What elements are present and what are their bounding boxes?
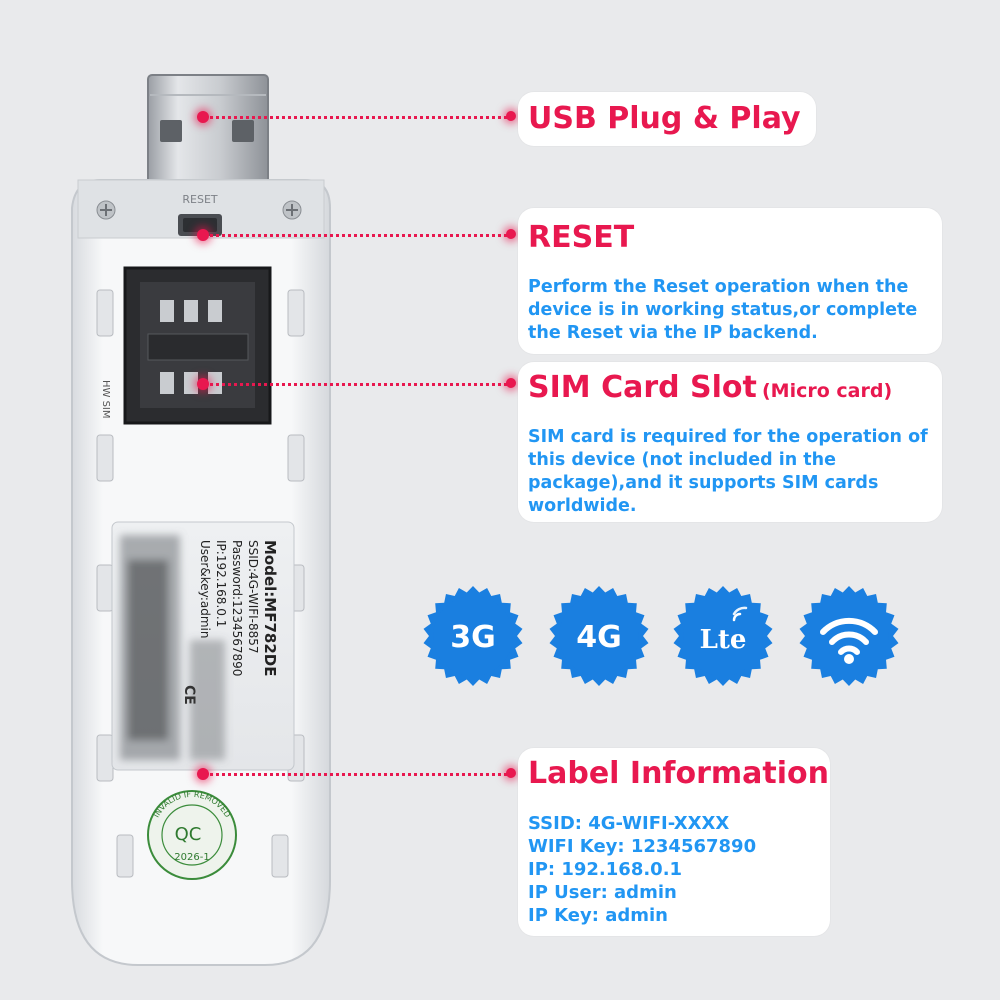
hw-sim-engraving: HW SIM xyxy=(100,380,111,419)
callout-sim-title: SIM Card Slot xyxy=(528,370,757,405)
label-info-list: SSID: 4G-WIFI-XXXX WIFI Key: 1234567890 … xyxy=(528,812,756,927)
label-info-wifi-key: WIFI Key: 1234567890 xyxy=(528,836,757,857)
dot-sim-end xyxy=(506,378,516,388)
callout-sim: SIM Card Slot (Micro card) SIM card is r… xyxy=(518,362,942,522)
leader-sim xyxy=(203,383,513,386)
blurred-sticker-area xyxy=(120,535,225,760)
signal-arcs-icon xyxy=(732,606,748,622)
callout-usb-title: USB Plug & Play xyxy=(528,101,801,136)
callout-sim-subtitle: (Micro card) xyxy=(761,380,893,402)
dot-label xyxy=(197,768,209,780)
callout-label-title: Label Information xyxy=(528,756,829,791)
callout-reset-title: RESET xyxy=(528,220,635,255)
badge-lte-text: Lte xyxy=(700,625,747,655)
sticker-ssid: SSID:4G-WIFI-8857 xyxy=(246,540,260,654)
dot-label-end xyxy=(506,768,516,778)
sticker-userkey: User&key:admin xyxy=(198,540,212,638)
callout-sim-description: SIM card is required for the operation o… xyxy=(528,427,928,516)
badge-lte: Lte xyxy=(671,584,775,688)
callout-usb: USB Plug & Play xyxy=(518,92,816,146)
qc-seal-date: 2026-1 xyxy=(174,852,209,863)
label-info-ssid: SSID: 4G-WIFI-XXXX xyxy=(528,813,730,834)
callout-label: Label Information SSID: 4G-WIFI-XXXX WIF… xyxy=(518,748,830,936)
leader-usb xyxy=(203,116,513,119)
label-info-ip: IP: 192.168.0.1 xyxy=(528,859,683,880)
qc-seal: INVALID IF REMOVED QC 2026-1 xyxy=(147,790,237,880)
dot-reset xyxy=(197,229,209,241)
qc-seal-center: QC xyxy=(175,824,202,845)
label-info-ip-user: IP User: admin xyxy=(528,882,677,903)
dot-reset-end xyxy=(506,229,516,239)
callout-reset: RESET Perform the Reset operation when t… xyxy=(518,208,942,354)
badge-wifi xyxy=(797,584,901,688)
usb-connector xyxy=(147,74,269,186)
sticker-ip: IP:192.168.0.1 xyxy=(214,540,228,627)
label-info-ip-key: IP Key: admin xyxy=(528,905,668,926)
badge-4g: 4G xyxy=(547,584,651,688)
wifi-icon xyxy=(820,617,878,655)
leader-label xyxy=(203,773,513,776)
sim-slot: HW SIM xyxy=(100,266,272,425)
leader-reset xyxy=(203,234,513,237)
dot-usb xyxy=(197,111,209,123)
dot-sim xyxy=(197,378,209,390)
dot-usb-end xyxy=(506,111,516,121)
label-sticker: Model:MF782DE SSID:4G-WIFI-8857 Password… xyxy=(111,521,295,771)
callout-reset-description: Perform the Reset operation when the dev… xyxy=(528,277,918,343)
usb-modem-device: RESET HW SIM xyxy=(71,74,331,966)
badge-3g: 3G xyxy=(421,584,525,688)
sticker-password: Password:1234567890 xyxy=(230,540,244,676)
badge-3g-text: 3G xyxy=(450,620,496,655)
reset-engraving: RESET xyxy=(182,193,218,206)
callout-sim-header: SIM Card Slot (Micro card) xyxy=(528,370,892,406)
badge-4g-text: 4G xyxy=(576,620,622,655)
sticker-model: Model:MF782DE xyxy=(261,540,279,676)
svg-text:CE: CE xyxy=(181,685,197,705)
